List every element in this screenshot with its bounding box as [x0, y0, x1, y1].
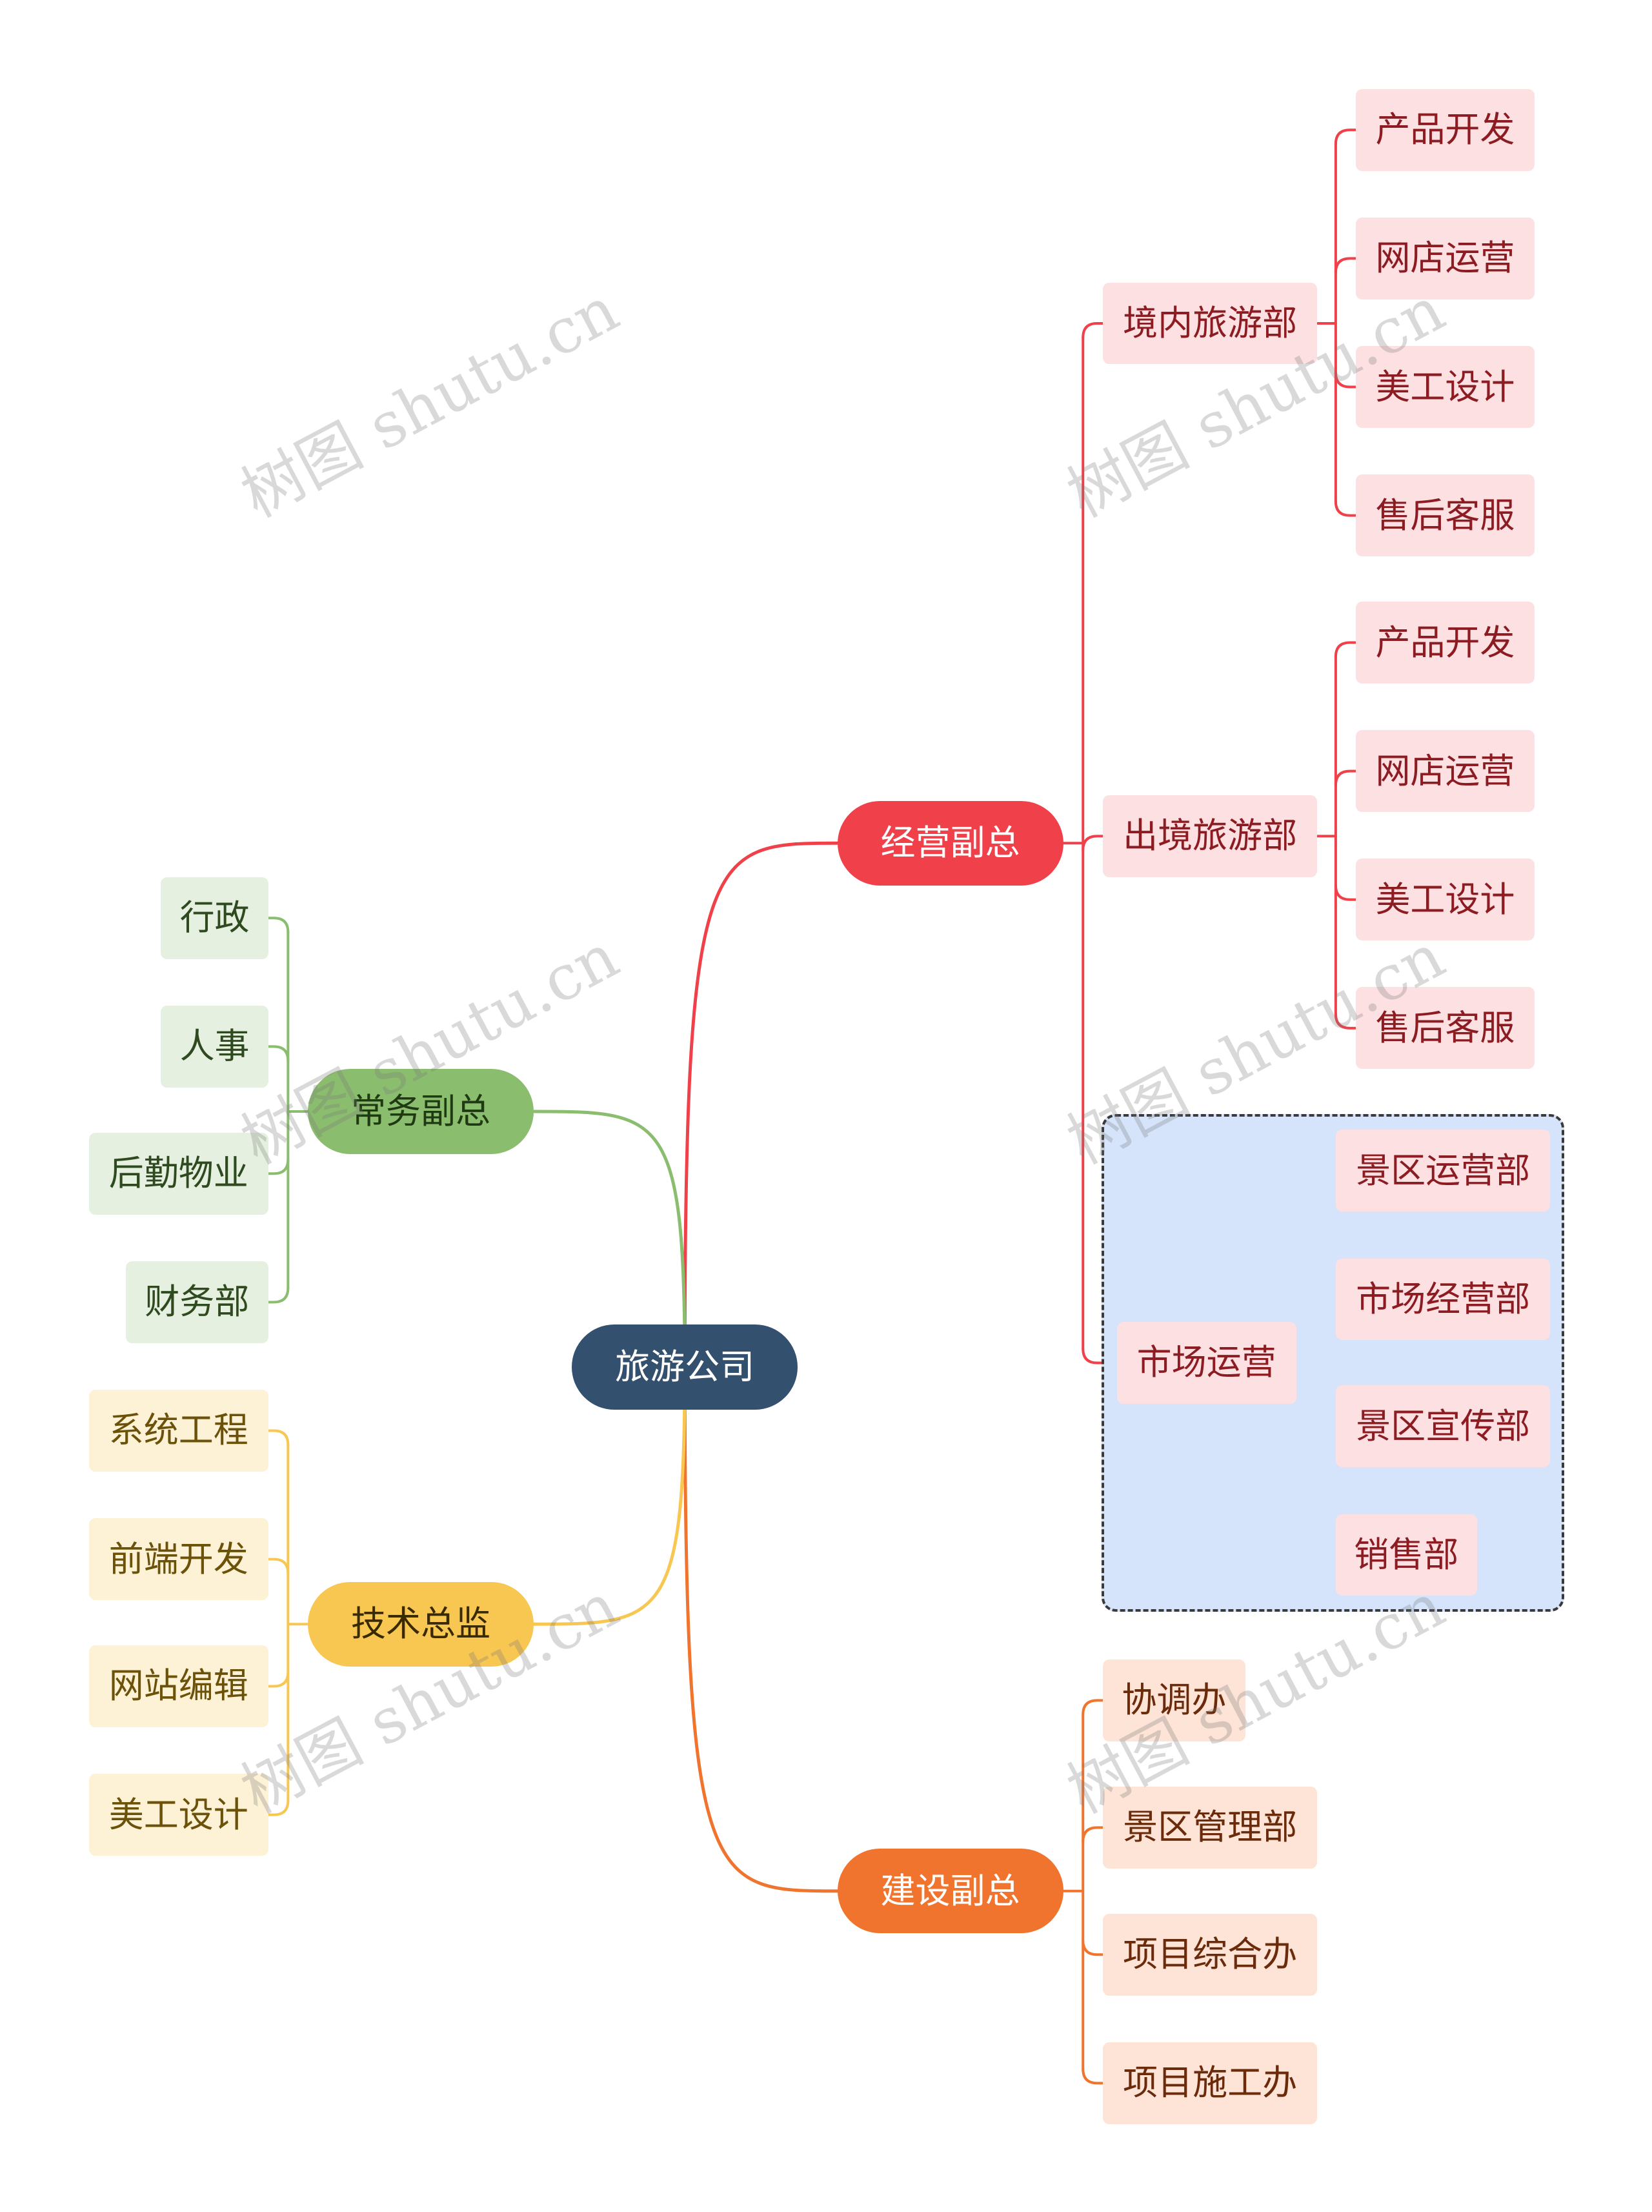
- executive-item[interactable]: 后勤物业: [88, 1132, 268, 1215]
- branch-link: [1082, 1699, 1104, 1716]
- branch-link: [1082, 322, 1104, 340]
- domestic-item[interactable]: 售后客服: [1355, 474, 1535, 557]
- branch-link: [1082, 835, 1104, 852]
- root-node[interactable]: 旅游公司: [572, 1324, 798, 1410]
- branch-link: [267, 1045, 290, 1062]
- tech-item[interactable]: 美工设计: [88, 1774, 268, 1856]
- outbound-item[interactable]: 美工设计: [1355, 858, 1535, 941]
- construction-item[interactable]: 项目施工办: [1102, 2042, 1318, 2124]
- branch-link: [1334, 884, 1357, 901]
- branch-link: [267, 917, 290, 934]
- branch-link: [1334, 257, 1357, 274]
- branch-tech[interactable]: 技术总监: [307, 1581, 534, 1667]
- branch-executive[interactable]: 常务副总: [307, 1069, 534, 1154]
- root-connector: [683, 1365, 839, 1893]
- tech-item[interactable]: 系统工程: [88, 1390, 268, 1472]
- construction-item[interactable]: 景区管理部: [1102, 1786, 1318, 1869]
- branch-link: [1334, 1012, 1357, 1030]
- market-item[interactable]: 景区宣传部: [1335, 1385, 1551, 1468]
- executive-item[interactable]: 行政: [161, 877, 268, 959]
- tech-item[interactable]: 网站编辑: [88, 1645, 268, 1727]
- root-connector: [683, 841, 839, 1369]
- branch-link: [1082, 2067, 1104, 2085]
- branch-link: [267, 1429, 290, 1446]
- branch-link: [267, 1799, 290, 1816]
- branch-link: [267, 1286, 290, 1304]
- branch-link: [1082, 1826, 1104, 1843]
- branch-operations[interactable]: 经营副总: [837, 800, 1063, 886]
- domestic-item[interactable]: 美工设计: [1355, 346, 1535, 428]
- executive-item[interactable]: 财务部: [125, 1261, 268, 1343]
- branch-link: [267, 1670, 290, 1688]
- root-connector: [532, 1110, 687, 1369]
- market-item[interactable]: 市场经营部: [1335, 1258, 1551, 1341]
- branch-construction[interactable]: 建设副总: [837, 1849, 1063, 1934]
- branch-link: [1082, 1347, 1118, 1365]
- branch-link: [267, 1558, 290, 1575]
- outbound-item[interactable]: 网店运营: [1355, 730, 1535, 813]
- root-connector: [532, 1365, 687, 1626]
- dept-outbound[interactable]: 出境旅游部: [1102, 795, 1318, 877]
- outbound-item[interactable]: 售后客服: [1355, 987, 1535, 1070]
- domestic-item[interactable]: 产品开发: [1355, 88, 1535, 171]
- dept-market[interactable]: 市场运营: [1116, 1322, 1296, 1404]
- branch-link: [1334, 128, 1357, 146]
- outbound-item[interactable]: 产品开发: [1355, 602, 1535, 684]
- branch-link: [1334, 500, 1357, 517]
- tech-item[interactable]: 前端开发: [88, 1518, 268, 1601]
- branch-link: [1334, 641, 1357, 658]
- construction-item[interactable]: 项目综合办: [1102, 1913, 1318, 1996]
- branch-link: [1082, 1939, 1104, 1956]
- market-item[interactable]: 景区运营部: [1335, 1130, 1551, 1212]
- market-item[interactable]: 销售部: [1335, 1514, 1477, 1596]
- branch-link: [1334, 769, 1357, 787]
- executive-item[interactable]: 人事: [161, 1005, 268, 1088]
- dept-domestic[interactable]: 境内旅游部: [1102, 282, 1318, 365]
- branch-link: [267, 1158, 290, 1175]
- domestic-item[interactable]: 网店运营: [1355, 217, 1535, 299]
- branch-link: [1334, 371, 1357, 389]
- construction-item[interactable]: 协调办: [1102, 1659, 1245, 1741]
